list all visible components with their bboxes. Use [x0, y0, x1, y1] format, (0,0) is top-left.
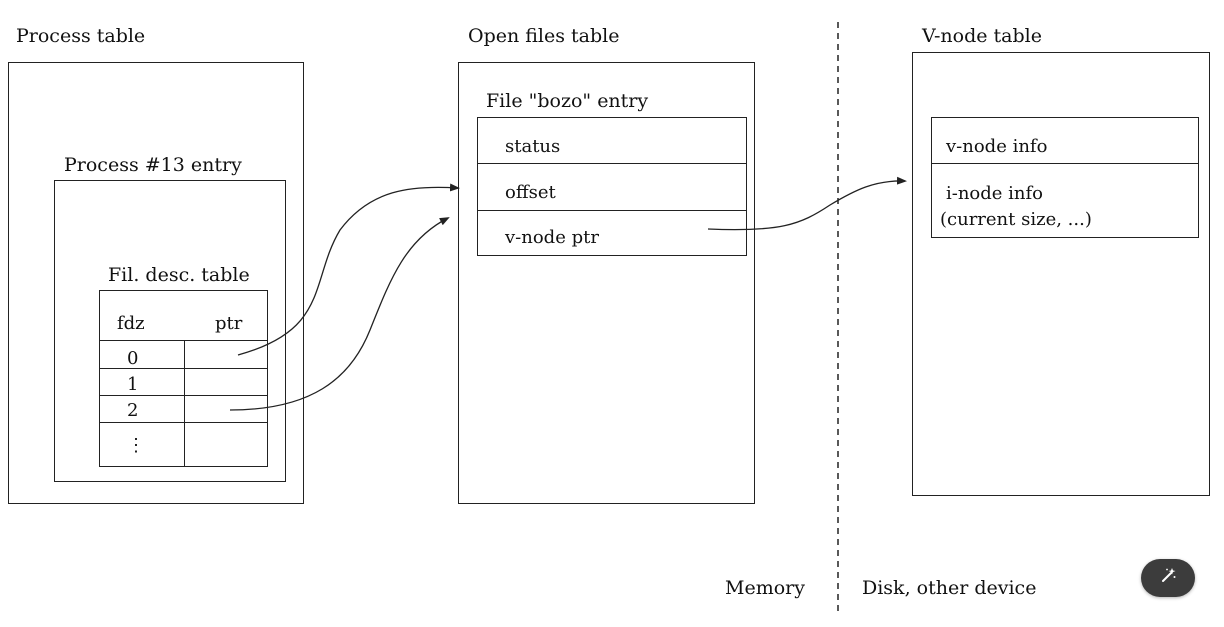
inode-info-detail: (current size, ...) [940, 209, 1092, 230]
fd-table-header-divider [100, 340, 267, 341]
fd-table-row-divider [100, 368, 267, 369]
vnode-info-label: v-node info [946, 136, 1048, 157]
file-entry-box [477, 117, 747, 256]
process-table-title: Process table [16, 25, 146, 47]
fd-table-header-fdz: fdz [117, 313, 145, 334]
vnode-entry-box [931, 117, 1199, 238]
fd-table-header-ptr: ptr [215, 313, 243, 334]
fd-table-row-divider [100, 422, 267, 423]
fd-table-row-label: 2 [127, 400, 139, 421]
file-entry-divider [478, 210, 746, 211]
vnode-table-title: V-node table [922, 25, 1042, 47]
file-entry-field-offset: offset [505, 182, 556, 203]
fd-table-row-label: 1 [127, 374, 139, 395]
file-entry-divider [478, 163, 746, 164]
magic-wand-button[interactable] [1141, 559, 1195, 597]
open-files-table-title: Open files table [468, 25, 620, 47]
file-entry-field-vnode-ptr: v-node ptr [505, 227, 599, 248]
fd-table-title: Fil. desc. table [108, 264, 250, 286]
magic-wand-icon [1158, 566, 1178, 590]
fd-table-row-label: ⋮ [127, 435, 145, 456]
inode-info-label: i-node info [946, 183, 1044, 204]
file-entry-title: File "bozo" entry [486, 90, 649, 112]
fd-table-column-divider [184, 340, 185, 466]
file-entry-field-status: status [505, 136, 561, 157]
vnode-entry-divider [932, 163, 1198, 164]
fd-table-row-divider [100, 395, 267, 396]
disk-label: Disk, other device [862, 577, 1037, 599]
process-entry-title: Process #13 entry [64, 154, 242, 176]
memory-label: Memory [725, 577, 805, 599]
fd-table-row-label: 0 [127, 348, 139, 369]
